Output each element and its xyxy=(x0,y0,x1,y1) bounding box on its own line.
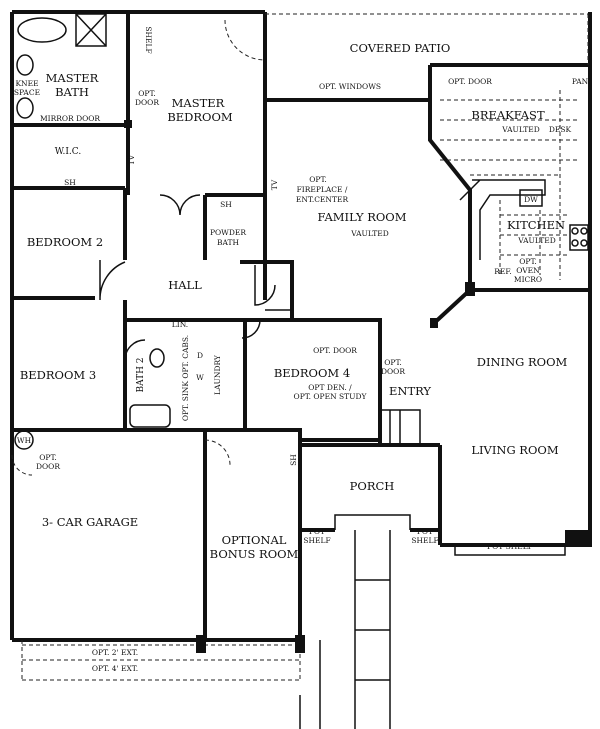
ext-2ft-note: OPT. 2' EXT. xyxy=(92,648,138,657)
tub-icon xyxy=(129,404,171,428)
ext-4ft-note: OPT. 4' EXT. xyxy=(92,664,138,673)
master-bedroom-label-1: MASTER xyxy=(172,96,225,110)
sink-cabs-note: OPT. SINK OPT. CABS. xyxy=(181,335,190,421)
pot-shelf-1-note-1: POT xyxy=(309,527,325,536)
dishwasher-note: DW xyxy=(524,195,538,204)
family-room-label: FAMILY ROOM xyxy=(317,210,406,224)
dryer-note: D xyxy=(197,351,203,360)
opt-door-garage-note-1: OPT. xyxy=(39,453,56,462)
sh-bonus-note: SH xyxy=(289,454,298,466)
knee-space-note-1: KNEE xyxy=(15,79,38,88)
kitchen-label: KITCHEN xyxy=(507,218,565,232)
hall-label: HALL xyxy=(168,278,202,292)
stove-icon xyxy=(569,224,589,251)
bonus-room-label-1: OPTIONAL xyxy=(222,533,287,547)
breakfast-label: BREAKFAST xyxy=(471,108,545,122)
opt-door-garage-note-2: DOOR xyxy=(36,462,60,471)
vaulted-breakfast-note: VAULTED xyxy=(501,125,540,134)
fireplace-note-1: OPT. xyxy=(309,175,326,184)
opt-door-breakfast-note: OPT. DOOR xyxy=(448,77,492,86)
vaulted-family-note: VAULTED xyxy=(350,229,389,238)
desk-note: DESK xyxy=(549,125,572,134)
tv-note-2: TV xyxy=(270,179,279,190)
pot-shelf-1-note-2: SHELF xyxy=(303,536,330,545)
washer-note: W xyxy=(196,373,204,382)
oven-note-3: MICRO xyxy=(514,275,542,284)
doors xyxy=(11,19,276,476)
water-heater-note: WH xyxy=(17,436,32,445)
opt-door-bed4-note: OPT. DOOR xyxy=(313,346,357,355)
water-heater-icon xyxy=(14,430,34,450)
tv-note-1: TV xyxy=(127,154,136,165)
sh-wic-note: SH xyxy=(64,178,76,187)
wall-posts xyxy=(124,120,590,653)
wic-label: W.I.C. xyxy=(55,147,82,157)
dining-room-label: DINING ROOM xyxy=(477,355,568,369)
pot-shelf-2-note-1: POT xyxy=(417,527,433,536)
porch-label: PORCH xyxy=(350,479,395,493)
bonus-room-label-2: BONUS ROOM xyxy=(210,547,299,561)
bedroom2-label: BEDROOM 2 xyxy=(27,235,103,249)
bathtub-icon xyxy=(17,17,67,43)
den-note-1: OPT DEN. / xyxy=(308,383,352,392)
bedroom3-label: BEDROOM 3 xyxy=(20,368,96,382)
fireplace-note-3: ENT.CENTER xyxy=(296,195,349,204)
knee-space-note-2: SPACE xyxy=(14,88,40,97)
garage-label: 3- CAR GARAGE xyxy=(42,515,138,529)
annotations: SHELF KNEE SPACE MIRROR DOOR OPT. DOOR S… xyxy=(14,26,590,673)
powder-bath-label-2: BATH xyxy=(217,238,240,247)
living-room-label: LIVING ROOM xyxy=(471,443,558,457)
sh-powder-note: SH xyxy=(220,200,232,209)
opt-door-bath-note-1: OPT. xyxy=(138,89,155,98)
master-bedroom-label-2: BEDROOM xyxy=(167,110,233,124)
refrigerator-note: REF. xyxy=(494,267,512,276)
shelf-note: SHELF xyxy=(144,26,153,53)
fireplace-note-2: FIREPLACE / xyxy=(297,185,348,194)
covered-patio-label: COVERED PATIO xyxy=(350,41,451,55)
room-labels: COVERED PATIO MASTER BATH MASTER BEDROOM… xyxy=(20,41,568,561)
bedroom4-label: BEDROOM 4 xyxy=(274,366,350,380)
den-note-2: OPT. OPEN STUDY xyxy=(294,392,368,401)
laundry-label: LAUNDRY xyxy=(213,354,222,395)
opt-door-entry-note-2: DOOR xyxy=(381,367,405,376)
shower-icon xyxy=(75,13,107,47)
master-bath-label-2: BATH xyxy=(55,85,89,99)
opt-door-entry-note-1: OPT. xyxy=(384,358,401,367)
pantry-note: PAN. xyxy=(572,77,590,86)
pot-shelf-3-note: POT SHELF xyxy=(487,542,533,551)
linen-note: LIN. xyxy=(172,320,188,329)
mirror-door-note: MIRROR DOOR xyxy=(40,114,100,123)
entry-label: ENTRY xyxy=(389,384,431,398)
bath2-label: BATH 2 xyxy=(136,357,146,392)
powder-bath-label-1: POWDER xyxy=(210,228,246,237)
oven-note-1: OPT. xyxy=(519,257,536,266)
oven-note-2: OVEN xyxy=(516,266,540,275)
opt-door-bath-note-2: DOOR xyxy=(135,98,159,107)
master-bath-label-1: MASTER xyxy=(46,71,99,85)
pot-shelf-2-note-2: SHELF xyxy=(411,536,438,545)
vaulted-kitchen-note: VAULTED xyxy=(517,236,556,245)
fixtures xyxy=(14,13,589,450)
opt-windows-note: OPT. WINDOWS xyxy=(319,82,381,91)
